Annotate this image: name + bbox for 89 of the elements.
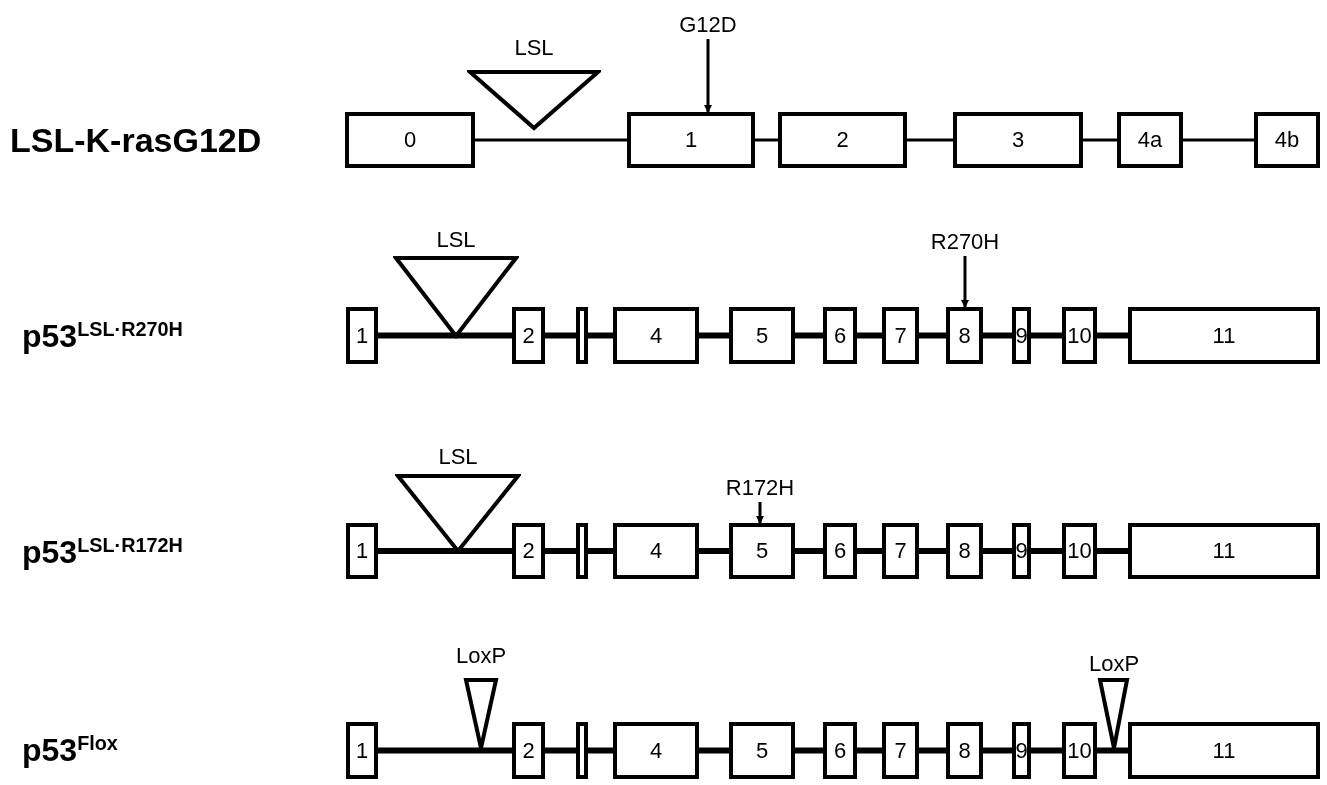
- exon-box: 4: [613, 722, 699, 779]
- intron-line: [588, 332, 613, 339]
- intron-line: [857, 548, 882, 554]
- intron-line: [919, 747, 946, 754]
- intron-line: [378, 548, 512, 554]
- exon-box: 8: [946, 722, 983, 779]
- exon-box: 6: [823, 722, 857, 779]
- intron-line: [795, 332, 823, 339]
- allele-name: p53$^{LSL·R270H}$: [22, 317, 183, 355]
- exon-box: 2: [512, 523, 545, 579]
- intron-line: [1083, 138, 1117, 142]
- exon-box: 2: [778, 112, 907, 168]
- site-label: LSL: [436, 227, 476, 253]
- intron-line: [1031, 747, 1062, 754]
- intron-line: [545, 332, 576, 339]
- intron-line: [795, 548, 823, 554]
- arrow: [704, 39, 712, 113]
- intron-line: [1097, 548, 1128, 554]
- site-label: LoxP: [455, 643, 507, 669]
- intron-line: [378, 332, 512, 339]
- exon-box: [576, 722, 588, 779]
- intron-line: [857, 332, 882, 339]
- exon-box: 11: [1128, 307, 1320, 364]
- exon-box: 7: [882, 722, 919, 779]
- exon-box: 6: [823, 307, 857, 364]
- exon-box: 3: [953, 112, 1083, 168]
- exon-box: 5: [729, 722, 795, 779]
- intron-line: [755, 138, 778, 142]
- allele-name: LSL-K-rasG12D: [10, 120, 262, 160]
- intron-line: [907, 138, 953, 142]
- exon-box: 9: [1012, 307, 1031, 364]
- exon-box: 4a: [1117, 112, 1183, 168]
- exon-box: 4b: [1254, 112, 1320, 168]
- mutation-label: G12D: [679, 12, 737, 38]
- exon-box: 11: [1128, 722, 1320, 779]
- site-label: LoxP: [1088, 651, 1140, 677]
- intron-line: [588, 747, 613, 754]
- intron-line: [983, 548, 1012, 554]
- intron-line: [857, 747, 882, 754]
- intron-line: [378, 747, 512, 754]
- exon-box: 10: [1062, 722, 1097, 779]
- exon-box: 1: [346, 523, 378, 579]
- exon-box: 6: [823, 523, 857, 579]
- exon-box: 2: [512, 307, 545, 364]
- intron-line: [1183, 138, 1254, 142]
- exon-box: 2: [512, 722, 545, 779]
- arrow: [756, 502, 764, 524]
- exon-box: 10: [1062, 307, 1097, 364]
- intron-line: [795, 747, 823, 754]
- exon-box: [576, 523, 588, 579]
- intron-line: [1031, 548, 1062, 554]
- mutation-label: R270H: [930, 229, 1000, 255]
- exon-box: 8: [946, 523, 983, 579]
- intron-line: [699, 747, 729, 754]
- exon-box: 9: [1012, 523, 1031, 579]
- exon-box: 9: [1012, 722, 1031, 779]
- exon-box: 10: [1062, 523, 1097, 579]
- intron-line: [699, 548, 729, 554]
- exon-box: [576, 307, 588, 364]
- intron-line: [1031, 332, 1062, 339]
- exon-box: 8: [946, 307, 983, 364]
- exon-box: 1: [627, 112, 755, 168]
- exon-box: 4: [613, 523, 699, 579]
- mutation-label: R172H: [725, 475, 795, 501]
- intron-line: [1097, 332, 1128, 339]
- intron-line: [475, 138, 627, 142]
- intron-line: [545, 747, 576, 754]
- exon-box: 5: [729, 307, 795, 364]
- intron-line: [983, 747, 1012, 754]
- exon-box: 1: [346, 307, 378, 364]
- exon-box: 0: [345, 112, 475, 168]
- arrow: [961, 256, 969, 308]
- exon-box: 11: [1128, 523, 1320, 579]
- site-label: LSL: [514, 35, 554, 61]
- exon-box: 4: [613, 307, 699, 364]
- intron-line: [588, 548, 613, 554]
- exon-box: 7: [882, 307, 919, 364]
- allele-name: p53$^{LSL·R172H}$: [22, 533, 183, 571]
- exon-box: 7: [882, 523, 919, 579]
- intron-line: [545, 548, 576, 554]
- exon-box: 1: [346, 722, 378, 779]
- allele-name: p53$^{Flox}$: [22, 731, 118, 769]
- intron-line: [1097, 747, 1128, 754]
- intron-line: [919, 548, 946, 554]
- intron-line: [699, 332, 729, 339]
- exon-box: 5: [729, 523, 795, 579]
- intron-line: [919, 332, 946, 339]
- intron-line: [983, 332, 1012, 339]
- site-label: LSL: [438, 444, 478, 470]
